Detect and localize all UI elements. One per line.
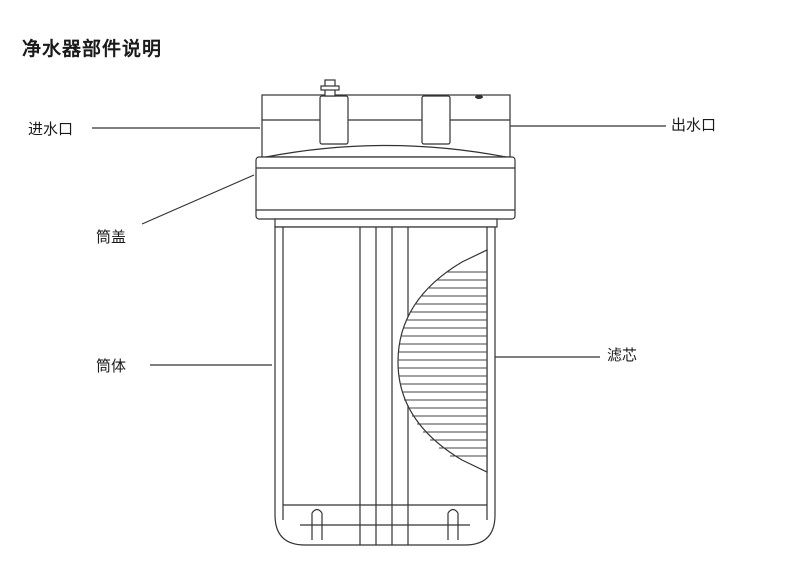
page-title: 净水器部件说明: [22, 38, 163, 60]
inlet-port: [319, 79, 349, 145]
filter-core: [397, 249, 488, 473]
label-body: 筒体: [96, 357, 127, 375]
label-outlet: 出水口: [671, 116, 717, 134]
label-core: 滤芯: [607, 346, 638, 364]
cap-leader-line: [141, 174, 255, 225]
outlet-port: [421, 95, 451, 145]
cap-ring: [255, 156, 516, 220]
leader-lines: [92, 125, 666, 366]
base-clips: [300, 508, 470, 540]
center-tube: [359, 227, 409, 545]
label-inlet: 进水口: [28, 120, 74, 138]
filter-housing: [255, 79, 516, 546]
label-cap: 筒盖: [96, 228, 127, 246]
